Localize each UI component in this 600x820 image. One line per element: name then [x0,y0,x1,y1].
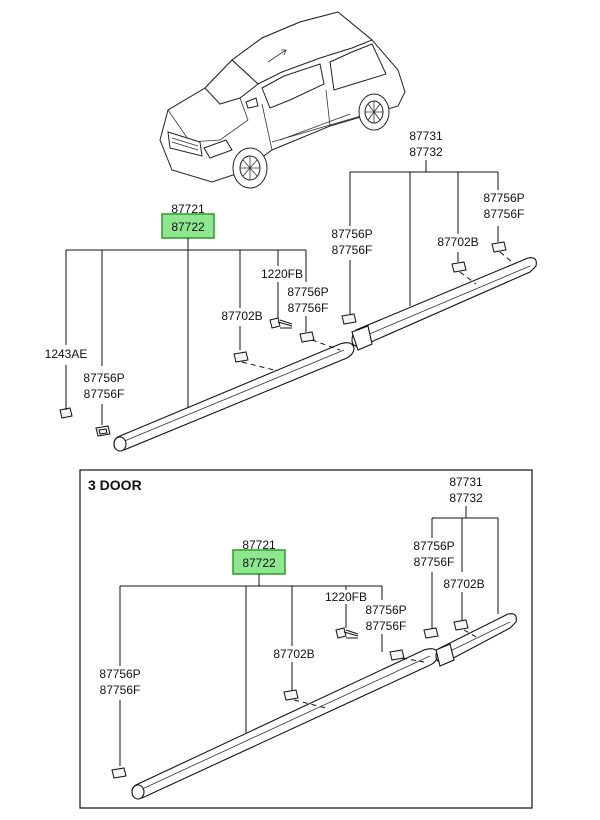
callout-87702b: 87702B [437,235,478,249]
callout-87702b: 87702B [443,577,484,591]
callout-87756f: 87756F [84,387,125,401]
group-label-1[interactable]: 87722 [171,220,205,234]
highlight-box [232,549,286,575]
clip-fastener [59,404,73,419]
callout-87756p: 87756P [483,191,524,205]
dashed-guide [463,629,479,639]
rear-door-moulding [351,257,537,351]
callout-87756p: 87756P [413,539,454,553]
clip-fastener [451,261,467,273]
clip-fastener [95,425,111,437]
group-label-1[interactable]: 87722 [242,556,276,570]
clip-fastener [233,351,249,363]
dashed-guide [499,251,513,263]
dashed-guide [459,271,477,285]
clip-fastener [341,313,357,325]
dashed-guide [311,339,341,351]
clip-fastener [453,619,469,631]
screw-fastener [269,317,293,329]
group-label-2: 87732 [409,145,443,159]
group-label-1: 87721 [171,202,205,216]
callout-87756f: 87756F [100,683,141,697]
clip-fastener [491,241,507,253]
group-label-2: 87731 [449,475,483,489]
car-illustration [159,11,406,189]
clip-fastener [299,331,315,343]
callout-87702b: 87702B [221,309,262,323]
callout-1220fb: 1220FB [261,267,303,281]
callout-87756f: 87756F [414,555,455,569]
highlight-box [161,213,215,239]
front-door-moulding [131,648,439,800]
dashed-guide [401,657,425,663]
callout-87756p: 87756P [99,667,140,681]
screw-fastener [335,627,359,639]
callout-87756f: 87756F [288,301,329,315]
clip-fastener [423,627,439,639]
clip-fastener [111,767,127,779]
callout-87756p: 87756P [83,371,124,385]
callout-87756p: 87756P [365,603,406,617]
dashed-guide [293,699,327,709]
three-door-section: 3 DOOR 87721 87722 87731 87732 87756P 87… [79,469,533,809]
three-door-frame [79,469,533,809]
clip-fastener [389,649,405,661]
main-diagram: 87721 87722 87731 87732 1243AE 87756P 87… [45,129,537,452]
callout-87756p: 87756P [331,227,372,241]
callout-87756f: 87756F [366,619,407,633]
section-title: 3 DOOR [88,477,142,493]
callout-87756p: 87756P [287,285,328,299]
group-label-2: 87731 [409,129,443,143]
group-label-1: 87721 [242,538,276,552]
callout-1243ae: 1243AE [45,347,88,361]
callout-87702b: 87702B [273,647,314,661]
dashed-guide [241,361,275,371]
callout-1220fb: 1220FB [325,590,367,604]
front-door-moulding [113,342,355,452]
callout-87756f: 87756F [484,207,525,221]
group-label-2: 87732 [449,491,483,505]
clip-fastener [283,689,299,701]
rear-moulding [435,613,517,667]
callout-87756f: 87756F [332,243,373,257]
